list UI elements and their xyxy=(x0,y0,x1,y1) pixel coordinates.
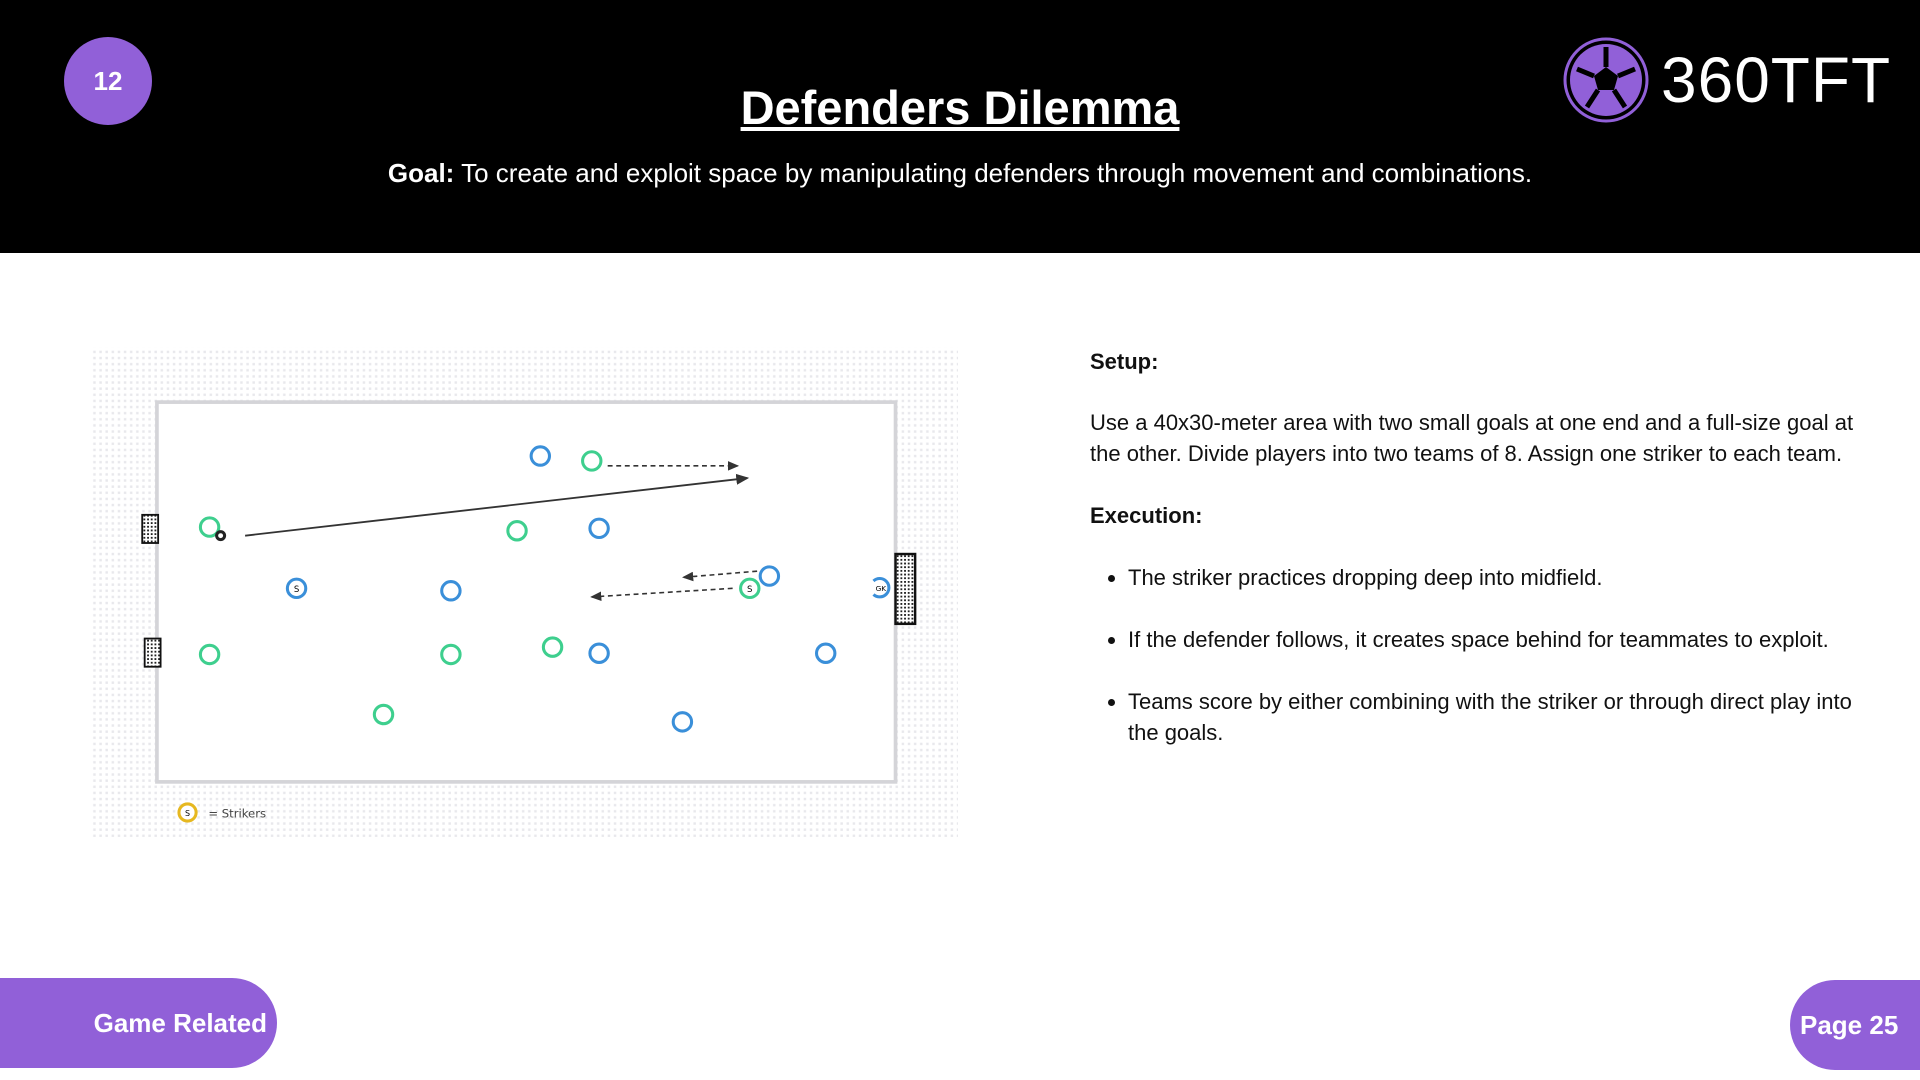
header: 12 Defenders Dilemma Goal: To create and… xyxy=(0,0,1920,253)
blue-player xyxy=(588,517,610,540)
goalkeeper-label: GK xyxy=(876,584,887,593)
green-player xyxy=(440,643,462,666)
striker-drop-arrow xyxy=(590,587,733,602)
green-player xyxy=(372,703,395,726)
goal-label: Goal: xyxy=(387,158,455,188)
drill-diagram: S S GK S = Strikers xyxy=(92,347,958,837)
execution-list: The striker practices dropping deep into… xyxy=(1090,562,1870,748)
page-title: Defenders Dilemma xyxy=(740,81,1180,134)
logo-text: 360TFT xyxy=(1661,44,1892,116)
legend: S = Strikers xyxy=(177,802,266,823)
goal-text: To create and exploit space by manipulat… xyxy=(454,158,1533,188)
goal-statement: Goal: To create and exploit space by man… xyxy=(0,158,1920,189)
blue-player xyxy=(529,445,552,467)
page-number: Page 25 xyxy=(1790,980,1920,1070)
striker-label: S xyxy=(294,585,299,595)
execution-heading: Execution: xyxy=(1090,503,1203,528)
legend-text: = Strikers xyxy=(208,806,266,820)
pitch xyxy=(155,400,898,784)
execution-item: If the defender follows, it creates spac… xyxy=(1128,624,1870,655)
striker-green: S xyxy=(739,577,761,600)
striker-label: S xyxy=(747,585,752,595)
green-player xyxy=(198,643,221,666)
goalkeeper: GK xyxy=(872,577,891,599)
instructions-panel: Setup: Use a 40x30-meter area with two s… xyxy=(1090,346,1870,779)
full-size-goal xyxy=(894,552,917,626)
pass-arrow xyxy=(245,473,750,537)
blue-player xyxy=(588,642,610,664)
green-player xyxy=(198,516,221,538)
green-player xyxy=(581,450,603,472)
blue-player xyxy=(758,565,781,587)
legend-symbol: S xyxy=(185,809,190,818)
setup-text: Use a 40x30-meter area with two small go… xyxy=(1090,410,1854,466)
blue-player xyxy=(814,642,837,664)
small-goal-top xyxy=(141,513,160,544)
small-goal-bottom xyxy=(143,637,162,668)
logo: 360TFT xyxy=(1563,37,1891,123)
blue-player xyxy=(671,711,694,733)
category-label: Game Related xyxy=(0,978,277,1068)
setup-heading: Setup: xyxy=(1090,349,1159,374)
execution-item: Teams score by either combining with the… xyxy=(1128,686,1870,748)
players xyxy=(198,445,837,733)
soccer-ball-icon xyxy=(1563,37,1649,123)
drill-number-badge: 12 xyxy=(64,37,152,125)
striker-blue: S xyxy=(285,577,308,600)
defender-follow-arrow xyxy=(682,570,758,582)
green-player xyxy=(541,636,564,658)
ball-icon xyxy=(215,530,227,542)
execution-item: The striker practices dropping deep into… xyxy=(1128,562,1870,593)
green-player xyxy=(506,520,528,542)
blue-player xyxy=(440,580,462,602)
